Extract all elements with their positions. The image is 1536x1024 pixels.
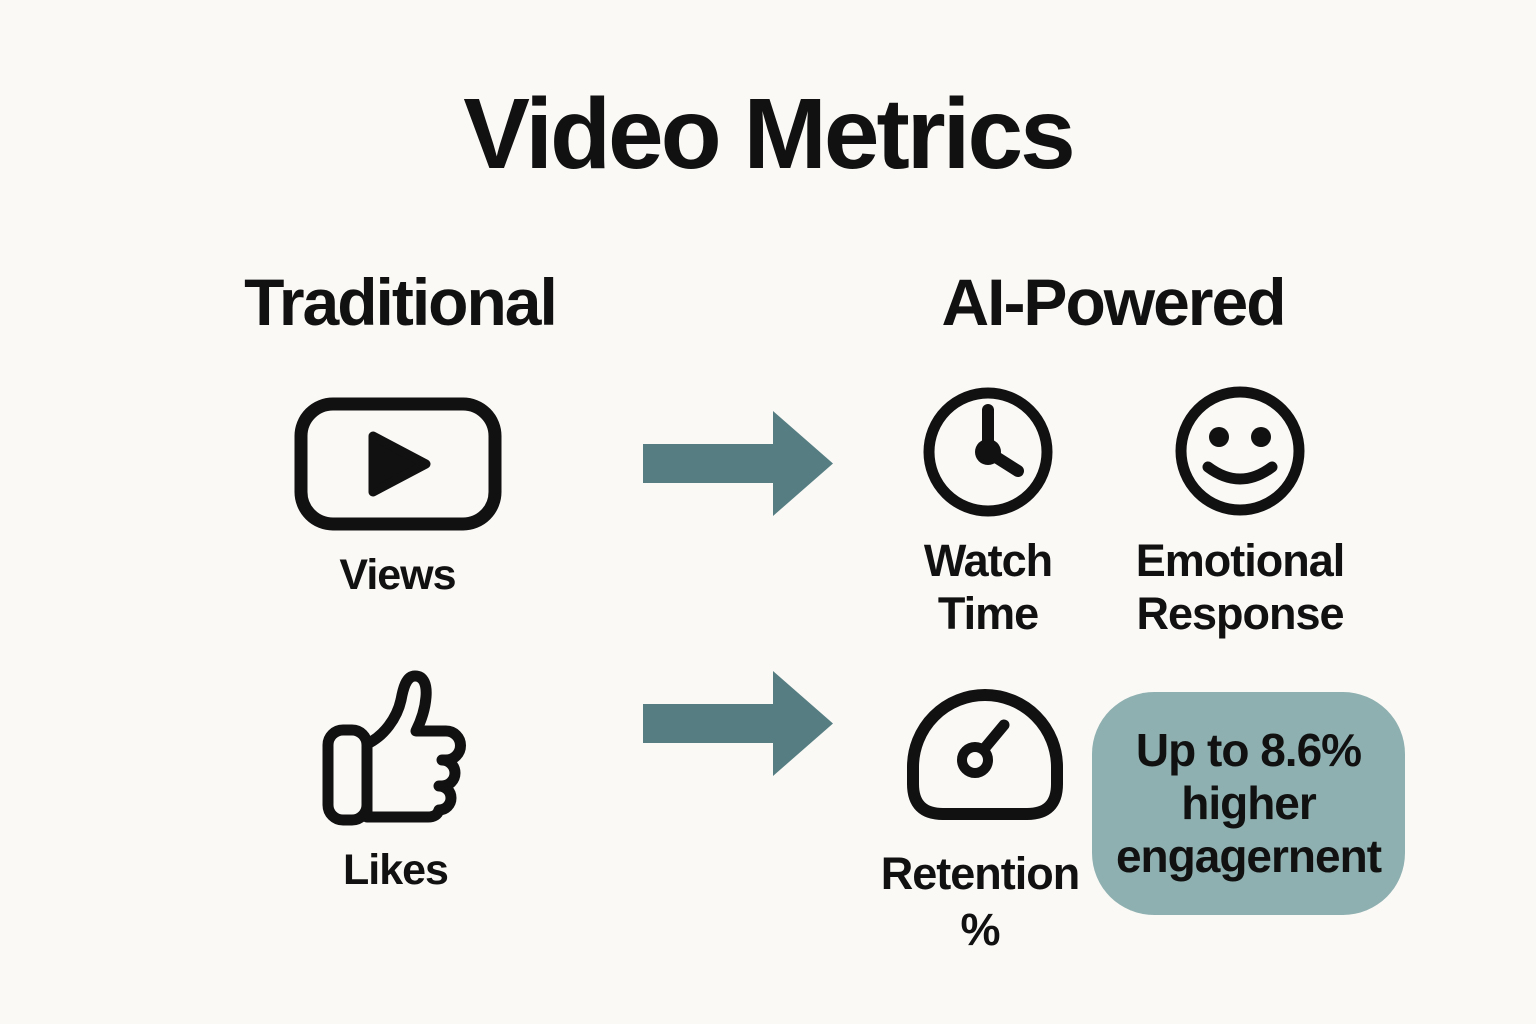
emotional-response-line-1: Emotional (1135, 535, 1346, 586)
arrow-right-icon (643, 411, 833, 516)
emotional-response-line-2: Response (1136, 588, 1344, 639)
video-play-icon (293, 396, 503, 532)
likes-label: Likes (343, 846, 449, 894)
ai-powered-column-header: AI-Powered (941, 265, 1286, 339)
page-title: Video Metrics (463, 78, 1075, 190)
emotional-response-label: Emotional Response (1117, 534, 1363, 640)
gauge-icon (905, 687, 1065, 822)
watch-time-line-1: Watch (923, 535, 1053, 586)
clock-icon (918, 382, 1058, 522)
watch-time-line-2: Time (937, 588, 1039, 639)
retention-line-1: Retention (880, 848, 1081, 899)
retention-line-2: % (960, 904, 1000, 955)
engagement-badge-line-1: Up to 8.6% (1135, 724, 1362, 776)
thumbs-up-icon (320, 656, 470, 826)
views-label: Views (339, 551, 456, 599)
engagement-badge: Up to 8.6% higher engagernent (1092, 692, 1405, 915)
engagement-badge-line-2: higher (1181, 777, 1317, 829)
smiley-face-icon (1170, 381, 1310, 521)
arrow-right-icon (643, 671, 833, 776)
retention-label: Retention % (857, 846, 1103, 958)
watch-time-label: Watch Time (890, 534, 1086, 640)
traditional-column-header: Traditional (244, 265, 558, 339)
engagement-badge-line-3: engagernent (1115, 830, 1382, 882)
